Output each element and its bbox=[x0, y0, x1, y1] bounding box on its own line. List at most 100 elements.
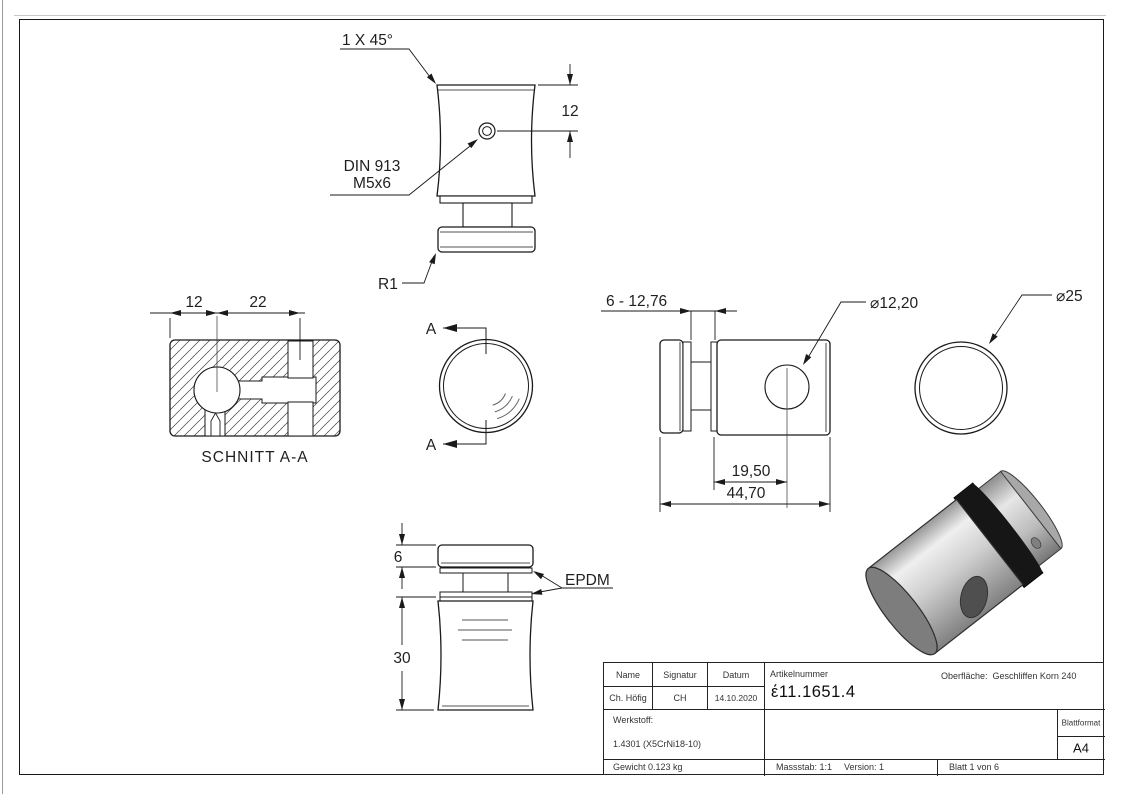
side-neck bbox=[690, 361, 712, 411]
dim-body-height-label: 30 bbox=[393, 650, 411, 667]
tb-v4 bbox=[937, 759, 938, 776]
tb-v5 bbox=[1057, 709, 1058, 759]
dim-section-22-label: 22 bbox=[249, 294, 266, 311]
tb-artikelnummer-label: Artikelnummer bbox=[770, 669, 829, 679]
chamfer-leader bbox=[340, 48, 434, 82]
title-block: Name Signatur Datum Ch. Höfig CH 14.10.2… bbox=[603, 662, 1105, 776]
din-label-1: DIN 913 bbox=[344, 158, 401, 175]
dia-tube-leader bbox=[991, 294, 1052, 341]
chamfer-label: 1 X 45° bbox=[342, 32, 393, 49]
dia-tube-arrow bbox=[989, 333, 998, 344]
chamfer-arrow bbox=[426, 73, 436, 84]
din-arrow bbox=[467, 139, 478, 149]
dia-hole-label: ⌀12,20 bbox=[870, 295, 918, 312]
tb-werkstoff-value: 1.4301 (X5CrNi18-10) bbox=[613, 739, 702, 749]
rear-neck bbox=[462, 202, 513, 228]
din-label-2: M5x6 bbox=[353, 175, 391, 192]
dim-hole-pos-label: 19,50 bbox=[732, 463, 771, 480]
dim-screw-offset-label: 12 bbox=[561, 103, 578, 120]
r1-label: R1 bbox=[378, 276, 398, 293]
section-cut-line bbox=[443, 324, 487, 448]
dim-cap-height bbox=[396, 523, 436, 589]
tb-val-name: Ch. Höfig bbox=[609, 693, 647, 703]
tb-h1 bbox=[604, 686, 764, 687]
drawing-frame bbox=[19, 19, 1104, 775]
epdm-label: EPDM bbox=[565, 572, 610, 589]
tb-oberflaeche: Oberfläche: Geschliffen Korn 240 bbox=[941, 671, 1077, 681]
section-bore bbox=[227, 376, 317, 404]
tb-blatt: Blatt 1 von 6 bbox=[949, 762, 1000, 772]
dim-total-len bbox=[659, 437, 831, 512]
rear-flange bbox=[437, 226, 536, 253]
r1-arrow bbox=[429, 253, 436, 265]
dia-hole-leader bbox=[805, 301, 866, 362]
dim-section bbox=[150, 310, 305, 360]
tube-outer bbox=[914, 341, 1008, 435]
front-circle-inner bbox=[443, 343, 529, 429]
dim-hole-pos bbox=[713, 437, 787, 490]
epdm-gasket-bottom bbox=[439, 591, 533, 598]
tb-werkstoff-label: Werkstoff: bbox=[613, 715, 654, 725]
side-washer-2 bbox=[710, 341, 718, 432]
tb-val-datum: 14.10.2020 bbox=[714, 693, 758, 703]
tb-val-signatur: CH bbox=[673, 693, 687, 703]
iso-3d-view bbox=[865, 470, 1063, 656]
rear-lip bbox=[439, 195, 533, 204]
tb-h4 bbox=[604, 759, 1105, 760]
tb-blattformat-value: A4 bbox=[1073, 740, 1089, 756]
front-circle-view: A A bbox=[426, 321, 534, 454]
tb-artikelnummer-value: έ11.1651.4 bbox=[771, 683, 856, 701]
rear-body-outline bbox=[436, 84, 536, 197]
frame-shadow bbox=[14, 15, 1106, 16]
set-screw-outer bbox=[478, 122, 496, 140]
dim-section-12-label: 12 bbox=[185, 294, 202, 311]
set-screw-inner bbox=[482, 126, 492, 136]
epdm-leader bbox=[531, 571, 613, 595]
tb-massstab: Massstab: 1:1 bbox=[776, 762, 833, 772]
dim-total-len-label: 44,70 bbox=[727, 485, 766, 502]
tb-col-name: Name bbox=[615, 670, 641, 680]
dim-body-height bbox=[396, 596, 436, 711]
dim-screw-offset bbox=[497, 64, 578, 158]
epdm-neck bbox=[462, 572, 509, 593]
tb-blattformat-label: Blattformat bbox=[1061, 718, 1101, 728]
section-slot-top bbox=[287, 340, 314, 379]
rear-view: 12 1 X 45° DIN 913 M5x6 R1 bbox=[330, 32, 579, 293]
section-cut-label-bottom: A bbox=[426, 437, 437, 454]
side-washer-1 bbox=[682, 341, 692, 432]
dim-cap-height-label: 6 bbox=[394, 549, 403, 566]
dim-glass-gap-label: 6 - 12,76 bbox=[606, 293, 667, 310]
iso-cross-hole bbox=[959, 575, 989, 619]
dia-tube-label: ⌀25 bbox=[1056, 288, 1083, 305]
side-view: 6 - 12,76 ⌀12,20 19,50 44,70 bbox=[601, 293, 918, 512]
shine-arcs bbox=[492, 393, 520, 420]
section-slot-bottom bbox=[287, 401, 314, 437]
tb-col-signatur: Signatur bbox=[663, 670, 697, 680]
epdm-body bbox=[437, 600, 534, 711]
tb-version: Version: 1 bbox=[844, 762, 885, 772]
tb-h3 bbox=[1057, 736, 1105, 737]
tb-h2 bbox=[604, 709, 1105, 710]
dia-hole-arrow bbox=[803, 354, 812, 365]
tb-col-datum: Datum bbox=[722, 670, 750, 680]
tube-inner bbox=[919, 346, 1003, 430]
epdm-disc bbox=[437, 544, 534, 568]
r1-leader bbox=[402, 255, 435, 284]
epdm-hole-lines bbox=[458, 619, 512, 641]
section-title: SCHNITT A-A bbox=[201, 449, 308, 466]
iso-set-screw-hole bbox=[1030, 537, 1042, 549]
iso-epdm-edge bbox=[971, 483, 1043, 574]
iso-front-face bbox=[865, 566, 938, 656]
section-view: 12 22 SCHNITT A-A bbox=[150, 294, 341, 466]
tb-gewicht: Gewicht 0.123 kg bbox=[613, 762, 683, 772]
section-cut-label-top: A bbox=[426, 321, 437, 338]
din-leader bbox=[330, 141, 476, 196]
tube-circle-view: ⌀25 bbox=[914, 288, 1083, 435]
side-flange bbox=[659, 339, 684, 434]
page-edge bbox=[2, 0, 3, 794]
epdm-view: 6 30 EPDM bbox=[393, 523, 613, 711]
epdm-gasket-top bbox=[439, 567, 533, 574]
dim-glass-gap bbox=[601, 308, 737, 340]
